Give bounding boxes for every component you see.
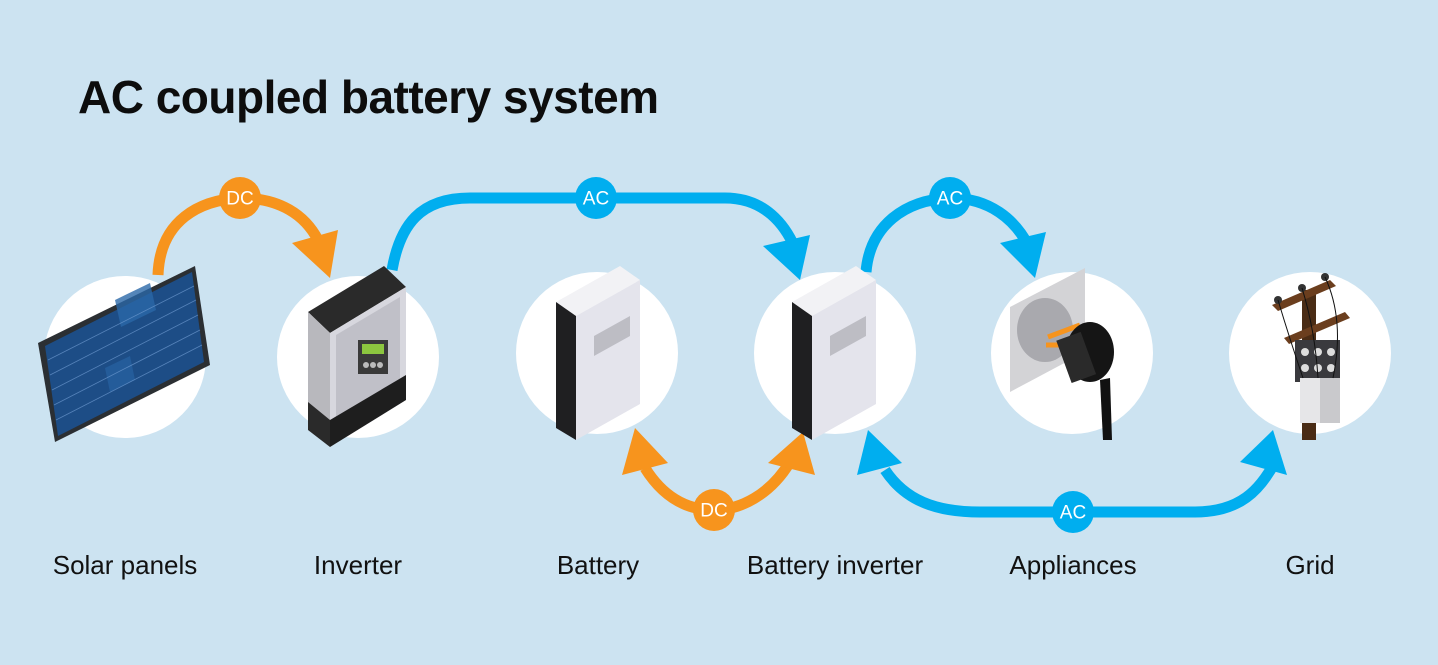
utility-pole-icon	[1272, 273, 1350, 440]
label-inverter: Inverter	[313, 550, 403, 580]
connection-ac-battery-inverter-grid: AC	[857, 430, 1287, 533]
ac-badge-text: AC	[583, 189, 609, 210]
label-solar-panels: Solar panels	[52, 550, 198, 580]
arrow-head-icon	[857, 430, 902, 475]
connection-dc-battery-battery-inverter: DC	[622, 428, 815, 531]
arrow-head-icon	[1240, 430, 1287, 475]
label-grid: Grid	[1285, 550, 1335, 580]
ac-badge	[575, 177, 617, 219]
connection-dc-solar-inverter: DC	[152, 177, 338, 278]
dc-badge-text: DC	[226, 189, 253, 210]
battery-inverter-icon	[792, 266, 876, 440]
inverter-icon	[308, 266, 406, 447]
dc-badge	[219, 177, 261, 219]
arrow-head-icon	[292, 230, 338, 278]
arrow-head-icon	[763, 235, 810, 280]
dc-badge	[693, 489, 735, 531]
arrow-head-icon	[768, 432, 815, 475]
connection-ac-inverter-battery-inverter: AC	[386, 177, 810, 280]
ac-badge	[929, 177, 971, 219]
ac-badge-text: AC	[1060, 503, 1086, 524]
label-appliances: Appliances	[1009, 550, 1137, 580]
label-battery: Battery	[556, 550, 640, 580]
battery-icon	[556, 266, 640, 440]
power-plug-socket-icon	[1010, 268, 1114, 440]
ac-badge-text: AC	[937, 189, 963, 210]
ac-badge	[1052, 491, 1094, 533]
arrow-head-icon	[1000, 232, 1046, 278]
label-battery-inverter: Battery inverter	[746, 550, 924, 580]
arrow-head-icon	[622, 428, 668, 475]
connection-ac-battery-inverter-appliances: AC	[860, 177, 1046, 278]
ac-line	[386, 192, 801, 271]
page-title: AC coupled battery system	[78, 71, 659, 123]
solar-panel-icon	[38, 266, 210, 442]
dc-badge-text: DC	[700, 501, 727, 522]
